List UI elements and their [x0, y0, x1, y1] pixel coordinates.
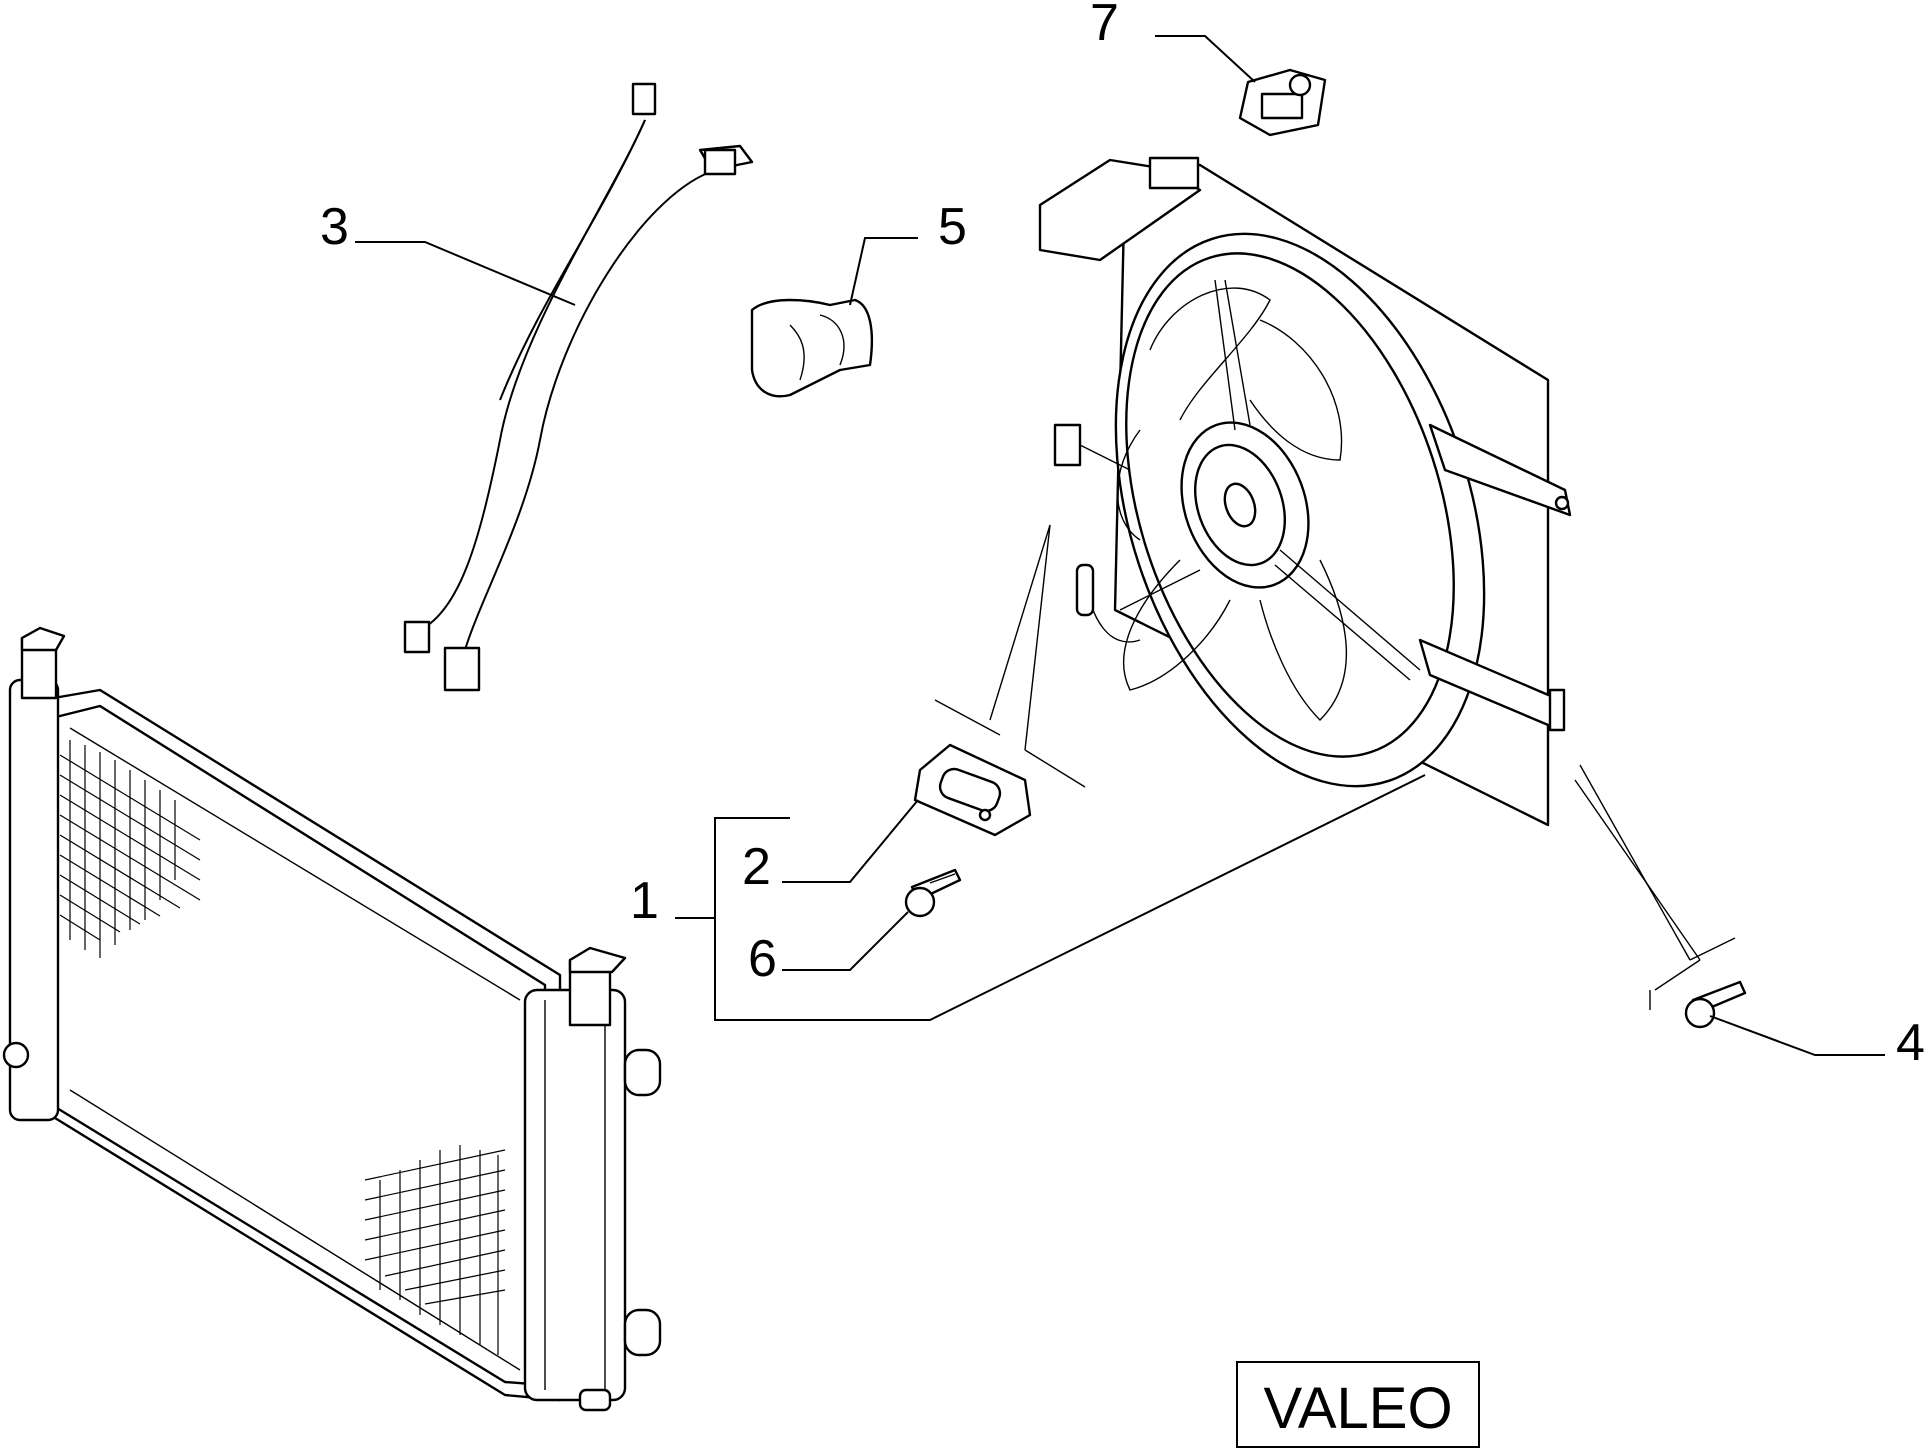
callout-3: 3	[320, 198, 349, 256]
callout-labels: 7 5 3 1 2 6 4	[320, 0, 1925, 1072]
connector[interactable]	[1238, 68, 1327, 137]
callout-5: 5	[938, 198, 967, 256]
manufacturer-label: VALEO	[1263, 1376, 1452, 1441]
callout-4: 4	[1896, 1014, 1925, 1072]
wiring-harness[interactable]	[403, 82, 754, 692]
resistor[interactable]	[913, 743, 1032, 837]
callout-6: 6	[748, 930, 777, 988]
radiator-assembly[interactable]	[2, 626, 662, 1412]
leader-lines	[355, 35, 1885, 1056]
fan-shroud-assembly[interactable]	[1038, 156, 1572, 834]
manufacturer-label-box: VALEO	[1236, 1361, 1480, 1448]
bolt-4[interactable]	[1684, 980, 1747, 1029]
bolt-6[interactable]	[904, 868, 962, 918]
bracket-clip[interactable]	[750, 298, 874, 398]
callout-7: 7	[1090, 0, 1119, 52]
callout-1: 1	[630, 872, 659, 930]
callout-2: 2	[742, 838, 771, 896]
